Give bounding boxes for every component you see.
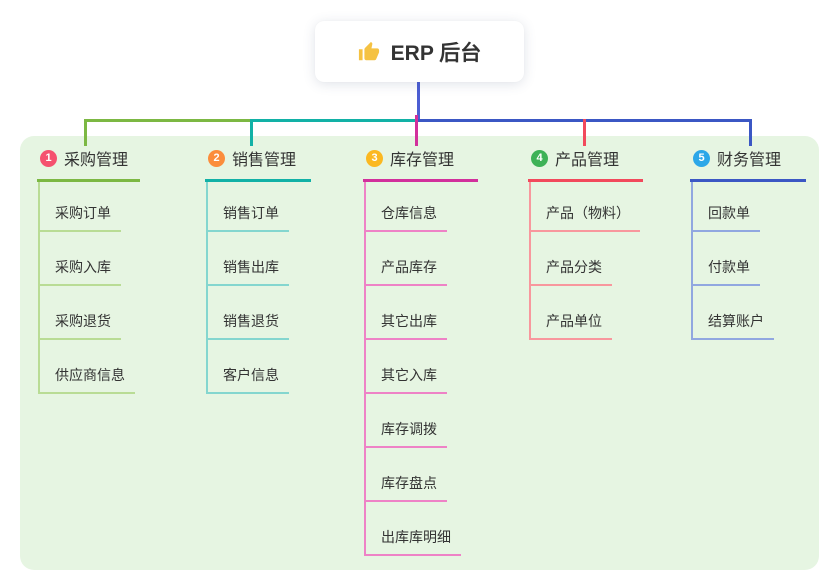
branch-purchase: 1 采购管理 采购订单 采购入库 采购退货 供应商信息 (37, 146, 140, 394)
connector-bus-green (84, 119, 253, 122)
child-node: 仓库信息 (363, 182, 478, 232)
branch-children: 仓库信息 产品库存 其它出库 其它入库 库存调拨 库存盘点 出库库明细 (363, 182, 478, 556)
child-node-label[interactable]: 产品单位 (529, 311, 612, 340)
child-node-label[interactable]: 其它入库 (364, 365, 447, 394)
child-node: 采购入库 (37, 232, 140, 286)
child-node-label[interactable]: 产品分类 (529, 257, 612, 286)
branch-label: 产品管理 (555, 152, 620, 169)
branch-header-purchase[interactable]: 1 采购管理 (37, 146, 140, 182)
child-node: 供应商信息 (37, 340, 140, 394)
child-node: 付款单 (690, 232, 806, 286)
branch-children: 销售订单 销售出库 销售退货 客户信息 (205, 182, 311, 394)
branch-header-finance[interactable]: 5 财务管理 (690, 146, 806, 182)
connector-drop-inventory (415, 115, 418, 146)
connector-drop-sales (250, 119, 253, 146)
child-node-label[interactable]: 供应商信息 (38, 365, 135, 394)
child-node: 采购订单 (37, 182, 140, 232)
child-node-label[interactable]: 销售订单 (206, 203, 289, 232)
branch-label: 采购管理 (64, 152, 129, 169)
connector-drop-product (583, 119, 586, 146)
child-node-label[interactable]: 产品（物料） (529, 203, 640, 232)
child-node: 销售出库 (205, 232, 311, 286)
child-node-label[interactable]: 销售退货 (206, 311, 289, 340)
branch-product: 4 产品管理 产品（物料） 产品分类 产品单位 (528, 146, 643, 340)
branch-children: 采购订单 采购入库 采购退货 供应商信息 (37, 182, 140, 394)
branch-badge: 2 (208, 149, 225, 167)
child-node-label[interactable]: 结算账户 (691, 311, 774, 340)
child-node: 产品分类 (528, 232, 643, 286)
connector-root (417, 80, 420, 121)
child-node-label[interactable]: 库存调拨 (364, 419, 447, 448)
branch-badge: 4 (531, 149, 548, 167)
child-node: 其它出库 (363, 286, 478, 340)
child-node: 库存盘点 (363, 448, 478, 502)
child-node-label[interactable]: 库存盘点 (364, 473, 447, 502)
child-node: 采购退货 (37, 286, 140, 340)
canvas-panel (20, 136, 819, 570)
branch-label: 库存管理 (390, 152, 455, 169)
child-node-label[interactable]: 出库库明细 (364, 527, 461, 556)
child-node: 销售订单 (205, 182, 311, 232)
child-node: 结算账户 (690, 286, 806, 340)
child-node-label[interactable]: 采购订单 (38, 203, 121, 232)
child-node: 客户信息 (205, 340, 311, 394)
branch-header-sales[interactable]: 2 销售管理 (205, 146, 311, 182)
branch-header-product[interactable]: 4 产品管理 (528, 146, 643, 182)
child-node-label[interactable]: 客户信息 (206, 365, 289, 394)
child-node: 产品（物料） (528, 182, 643, 232)
root-node-label: ERP 后台 (390, 41, 482, 65)
child-node: 其它入库 (363, 340, 478, 394)
branch-sales: 2 销售管理 销售订单 销售出库 销售退货 客户信息 (205, 146, 311, 394)
child-node-label[interactable]: 仓库信息 (364, 203, 447, 232)
child-node: 出库库明细 (363, 502, 478, 556)
connector-drop-finance (749, 119, 752, 146)
thumbs-up-icon (358, 41, 379, 60)
child-node: 产品单位 (528, 286, 643, 340)
child-node-label[interactable]: 产品库存 (364, 257, 447, 286)
branch-badge: 5 (693, 149, 710, 167)
branch-finance: 5 财务管理 回款单 付款单 结算账户 (690, 146, 806, 340)
child-node: 销售退货 (205, 286, 311, 340)
child-node-label[interactable]: 采购退货 (38, 311, 121, 340)
branch-header-inventory[interactable]: 3 库存管理 (363, 146, 478, 182)
child-node-label[interactable]: 销售出库 (206, 257, 289, 286)
child-node: 回款单 (690, 182, 806, 232)
root-node[interactable]: ERP 后台 (315, 21, 524, 82)
child-node-label[interactable]: 采购入库 (38, 257, 121, 286)
branch-children: 回款单 付款单 结算账户 (690, 182, 806, 340)
child-node: 库存调拨 (363, 394, 478, 448)
child-node: 产品库存 (363, 232, 478, 286)
branch-badge: 1 (40, 149, 57, 167)
child-node-label[interactable]: 其它出库 (364, 311, 447, 340)
branch-children: 产品（物料） 产品分类 产品单位 (528, 182, 643, 340)
connector-drop-purchase (84, 119, 87, 146)
child-node-label[interactable]: 回款单 (691, 203, 760, 232)
branch-label: 财务管理 (717, 152, 782, 169)
child-node-label[interactable]: 付款单 (691, 257, 760, 286)
connector-bus-teal (250, 119, 419, 122)
branch-label: 销售管理 (232, 152, 297, 169)
branch-badge: 3 (366, 149, 383, 167)
branch-inventory: 3 库存管理 仓库信息 产品库存 其它出库 其它入库 库存调拨 库存盘点 出库库… (363, 146, 478, 556)
